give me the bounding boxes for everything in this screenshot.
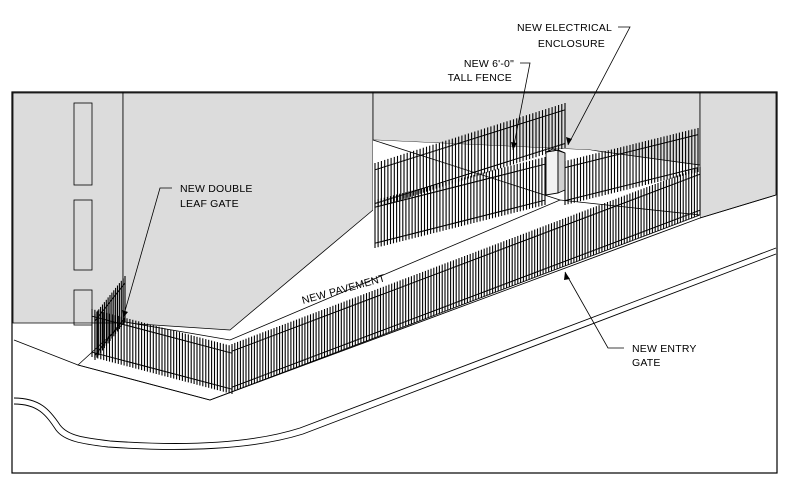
building-windows [73,102,93,326]
entry-gate-leader [564,271,624,349]
fence-rail [374,109,566,171]
right-fence [564,128,699,205]
enclosure-top [545,148,566,154]
enclosure-front [545,149,559,196]
fence-rail [374,163,546,208]
fence-rail [91,351,233,390]
double-leaf-gate [94,276,126,360]
fence-rail [564,134,699,169]
electrical-arrowhead [566,137,572,145]
double-gate-arrowhead [122,310,128,318]
entry-gate-callout-line2: GATE [632,357,661,369]
rear-fence-left [374,157,546,248]
callout-arrowheads [122,137,572,318]
courtyard-ground [373,140,700,250]
sidewalk-edge [13,194,777,401]
double-gate-leader [122,187,172,319]
double-gate-callout-line1: NEW DOUBLE [180,183,253,195]
double-gate-callout-line2: LEAF GATE [180,198,239,210]
fence-arrowhead [511,142,517,150]
enclosure-side [557,149,566,194]
window [73,199,93,271]
entry-gate-arrowhead [564,272,570,280]
street-curb [13,194,777,450]
electrical-callout-line2: ENCLOSURE [538,38,605,50]
left-building-face [12,92,124,324]
fence-rail [231,173,701,352]
courtyard-edge [372,139,561,201]
fence-callout-line2: TALL FENCE [448,72,512,84]
fence-rail [94,317,126,356]
electrical-leader [567,26,631,146]
fences [91,103,701,394]
fence-rail [374,143,566,204]
fence-rail [94,282,126,322]
fence-rail [231,209,701,388]
window [73,289,93,326]
fence-callout-line1: NEW 6'-0" [464,58,514,70]
curb-line-inner [13,253,777,450]
fence-rail [374,199,546,244]
callout-leaders [122,26,631,349]
front-fence [231,167,701,392]
entry-gate-callout-line1: NEW ENTRY [632,343,697,355]
fence-rail [564,167,699,202]
curb-line-outer [13,247,777,444]
electrical-enclosure [545,148,566,196]
window [73,102,93,186]
fence-leader [512,62,531,151]
rear-fence-upper [374,103,566,208]
electrical-callout-line1: NEW ELECTRICAL [517,22,612,34]
